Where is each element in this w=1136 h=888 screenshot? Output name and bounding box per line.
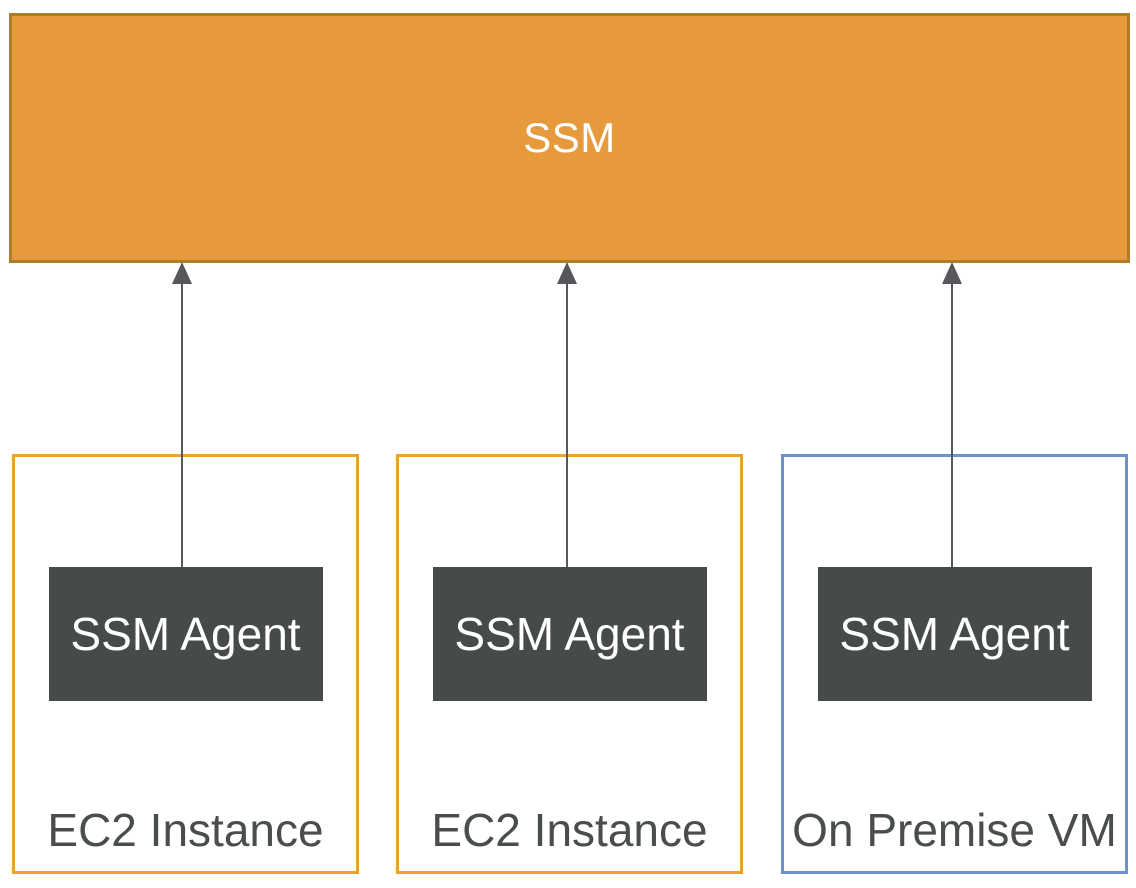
ssm-agent-label: SSM Agent [454, 608, 685, 660]
node-label-on-premise-vm: On Premise VM [792, 804, 1117, 856]
ssm-agent-box-1: SSM Agent [48, 567, 323, 701]
node-ec2-instance-1: SSM Agent EC2 Instance [12, 454, 359, 874]
node-on-premise-vm: SSM Agent On Premise VM [781, 454, 1128, 874]
ssm-agent-label: SSM Agent [70, 608, 301, 660]
ssm-service-label: SSM [523, 114, 616, 161]
ssm-agent-box-2: SSM Agent [432, 567, 707, 701]
node-label-ec2-instance-2: EC2 Instance [431, 804, 708, 856]
ssm-service-box: SSM [9, 13, 1130, 263]
ssm-agent-box-3: SSM Agent [817, 567, 1092, 701]
ssm-agent-label: SSM Agent [839, 608, 1070, 660]
node-ec2-instance-2: SSM Agent EC2 Instance [396, 454, 743, 874]
node-label-ec2-instance-1: EC2 Instance [47, 804, 324, 856]
